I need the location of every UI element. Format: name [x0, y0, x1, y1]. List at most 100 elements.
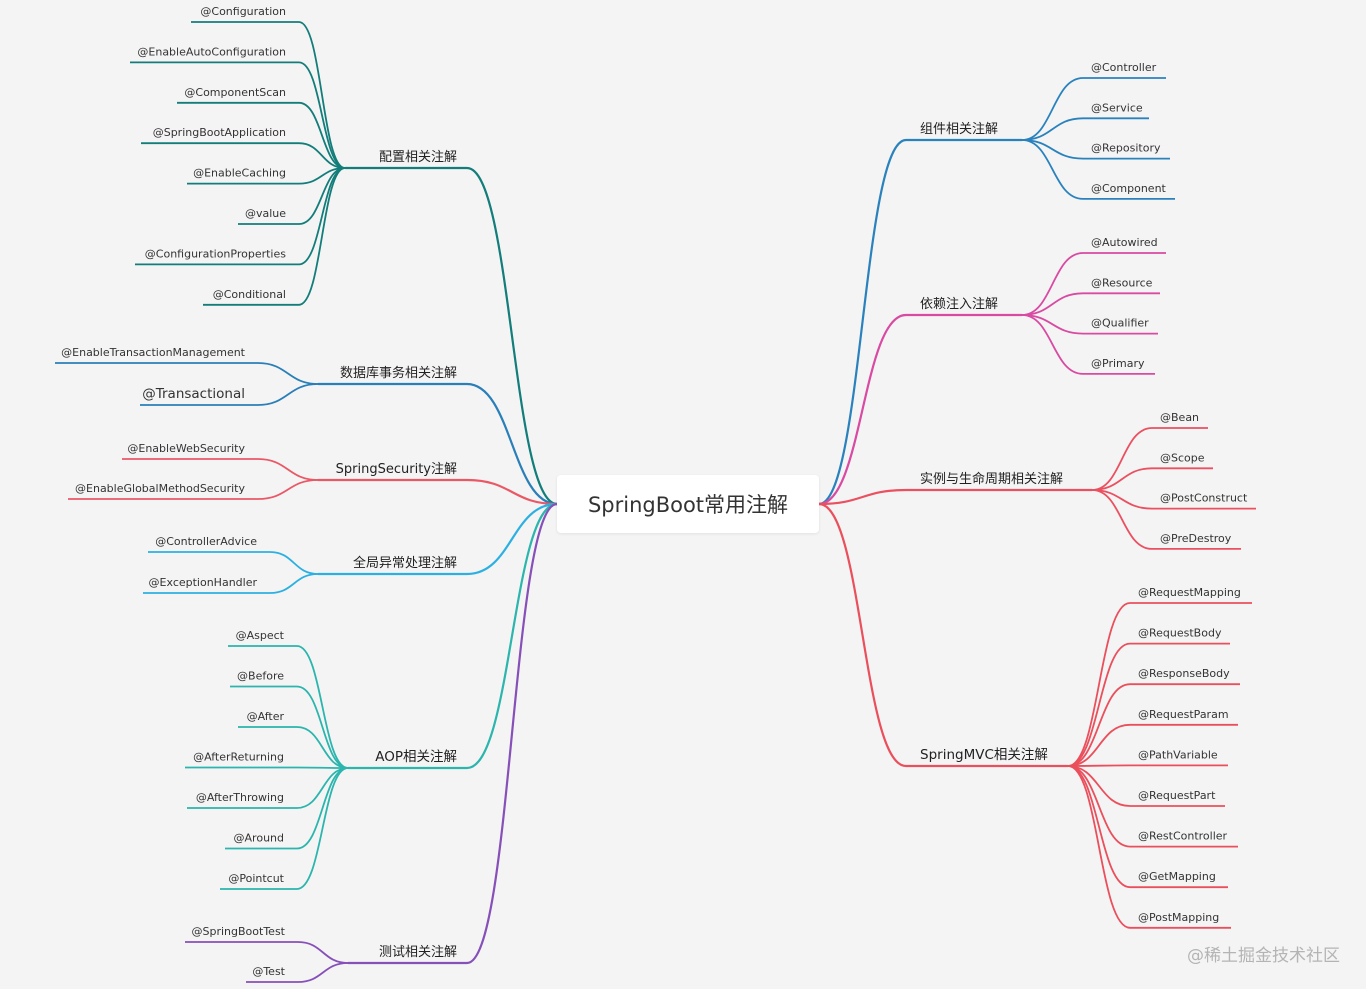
- branch-label[interactable]: 实例与生命周期相关注解: [920, 471, 1063, 487]
- leaf-label[interactable]: @Pointcut: [228, 872, 284, 885]
- leaf-label[interactable]: @EnableTransactionManagement: [61, 346, 246, 359]
- leaf-connector: [269, 551, 319, 575]
- leaf-label[interactable]: @Test: [252, 965, 285, 978]
- leaf-connector: [297, 941, 349, 964]
- branch-group: SpringSecurity注解 @EnableWebSecurity @Enabl…: [68, 442, 558, 506]
- leaf-label[interactable]: @Controller: [1091, 61, 1157, 74]
- leaf-connector: [298, 142, 346, 169]
- leaf-label[interactable]: @RequestMapping: [1138, 586, 1241, 599]
- branch-label[interactable]: SpringSecurity注解: [336, 462, 457, 477]
- leaf-label[interactable]: @Before: [237, 670, 284, 683]
- leaf-connector: [257, 479, 319, 500]
- leaf-label[interactable]: @RestController: [1138, 830, 1228, 843]
- branch-connector: [466, 502, 558, 770]
- branch-group: SpringMVC相关注解 @RequestMapping @RequestBody…: [818, 502, 1252, 929]
- branch-connector: [466, 382, 558, 506]
- leaf-label[interactable]: @Around: [234, 832, 284, 845]
- branch-label[interactable]: 测试相关注解: [379, 945, 457, 960]
- leaf-label[interactable]: @PostMapping: [1138, 911, 1219, 924]
- leaf-label[interactable]: @Aspect: [236, 629, 285, 642]
- leaf-connector: [1067, 723, 1131, 767]
- leaf-connector: [1021, 139, 1084, 200]
- leaf-label[interactable]: @GetMapping: [1138, 870, 1216, 883]
- leaf-connector: [298, 21, 346, 169]
- leaf-connector: [296, 767, 349, 890]
- leaf-connector: [1021, 314, 1084, 375]
- leaf-connector: [1021, 117, 1084, 141]
- leaf-label[interactable]: @RequestPart: [1138, 789, 1216, 802]
- branch-connector: [466, 502, 558, 965]
- leaf-label[interactable]: @SpringBootApplication: [153, 126, 286, 139]
- leaf-label[interactable]: @Qualifier: [1091, 317, 1149, 330]
- leaf-connector: [257, 383, 319, 406]
- branch-group: 数据库事务相关注解 @EnableTransactionManagement @Tr…: [55, 346, 558, 506]
- leaf-connector: [296, 726, 349, 769]
- leaf-connector: [1067, 602, 1131, 767]
- leaf-label[interactable]: @Service: [1091, 101, 1143, 114]
- branch-connector: [466, 166, 558, 506]
- branch-group: AOP相关注解 @Aspect @Before @After @AfterReturni…: [185, 502, 558, 890]
- leaf-label[interactable]: @EnableAutoConfiguration: [137, 45, 286, 58]
- leaf-label[interactable]: @After: [247, 710, 285, 723]
- leaf-connector: [257, 458, 319, 481]
- branch-group: 依赖注入注解 @Autowired @Resource @Qualifier @Prim…: [818, 236, 1166, 506]
- leaf-label[interactable]: @RequestParam: [1138, 708, 1229, 721]
- branch-label[interactable]: 配置相关注解: [379, 150, 457, 165]
- leaf-label[interactable]: @AfterThrowing: [196, 791, 284, 804]
- leaf-label[interactable]: @Resource: [1091, 276, 1153, 289]
- branch-connector: [818, 313, 907, 506]
- leaf-label[interactable]: @Repository: [1091, 142, 1161, 155]
- leaf-label[interactable]: @AfterReturning: [193, 751, 284, 764]
- branch-label[interactable]: AOP相关注解: [375, 749, 457, 765]
- leaf-connector: [1067, 642, 1131, 767]
- leaf-label[interactable]: @ConfigurationProperties: [145, 247, 286, 260]
- leaf-label[interactable]: @Conditional: [213, 288, 286, 301]
- leaf-connector: [1067, 765, 1131, 807]
- leaf-label[interactable]: @Autowired: [1091, 236, 1158, 249]
- leaf-connector: [1091, 489, 1153, 550]
- central-node[interactable]: SpringBoot常用注解: [557, 475, 819, 533]
- leaf-label[interactable]: @Component: [1091, 182, 1167, 195]
- leaf-label[interactable]: @Bean: [1160, 411, 1199, 424]
- leaf-connector: [296, 645, 349, 769]
- leaf-label[interactable]: @ControllerAdvice: [155, 535, 257, 548]
- leaf-connector: [1021, 292, 1084, 316]
- branch-label[interactable]: 全局异常处理注解: [353, 555, 457, 571]
- leaf-connector: [1091, 427, 1153, 491]
- branch-connector: [466, 478, 558, 506]
- leaf-label[interactable]: @PathVariable: [1138, 748, 1218, 761]
- leaf-label[interactable]: @EnableCaching: [193, 167, 286, 180]
- leaf-connector: [298, 61, 346, 169]
- branch-label[interactable]: 组件相关注解: [920, 122, 998, 137]
- leaf-label[interactable]: @value: [245, 207, 286, 220]
- branch-group: 组件相关注解 @Controller @Service @Repository @Com…: [818, 61, 1175, 506]
- branch-group: 全局异常处理注解 @ControllerAdvice @ExceptionHandl…: [143, 502, 558, 594]
- leaf-connector: [298, 101, 346, 169]
- leaf-label[interactable]: @PostConstruct: [1160, 492, 1248, 505]
- leaf-label[interactable]: @ExceptionHandler: [149, 576, 258, 589]
- leaf-connector: [1067, 765, 1131, 929]
- leaf-label[interactable]: @SpringBootTest: [192, 925, 286, 938]
- leaf-label[interactable]: @RequestBody: [1138, 627, 1222, 640]
- leaf-connector: [1067, 683, 1131, 767]
- leaf-label[interactable]: @Primary: [1091, 357, 1145, 370]
- leaf-label[interactable]: @EnableGlobalMethodSecurity: [75, 482, 245, 495]
- leaf-connector: [296, 767, 349, 809]
- branch-label[interactable]: 数据库事务相关注解: [340, 365, 457, 381]
- leaf-label[interactable]: @Scope: [1160, 451, 1205, 464]
- leaf-label[interactable]: @Transactional: [142, 386, 245, 402]
- branch-label[interactable]: 依赖注入注解: [920, 297, 998, 312]
- branch-label[interactable]: SpringMVC相关注解: [920, 747, 1048, 763]
- leaf-label[interactable]: @ComponentScan: [184, 86, 286, 99]
- branch-connector: [818, 488, 907, 506]
- branch-group: 配置相关注解 @Configuration @EnableAutoConfigura…: [130, 5, 558, 506]
- leaf-label[interactable]: @EnableWebSecurity: [127, 442, 245, 455]
- branch-connector: [818, 138, 907, 506]
- leaf-label[interactable]: @ResponseBody: [1138, 667, 1230, 680]
- leaf-label[interactable]: @PreDestroy: [1160, 532, 1232, 545]
- branch-connector: [818, 502, 907, 768]
- branch-group: 实例与生命周期相关注解 @Bean @Scope @PostConstruct @Pre…: [818, 411, 1256, 550]
- leaf-connector: [1021, 252, 1084, 316]
- leaf-label[interactable]: @Configuration: [200, 5, 286, 18]
